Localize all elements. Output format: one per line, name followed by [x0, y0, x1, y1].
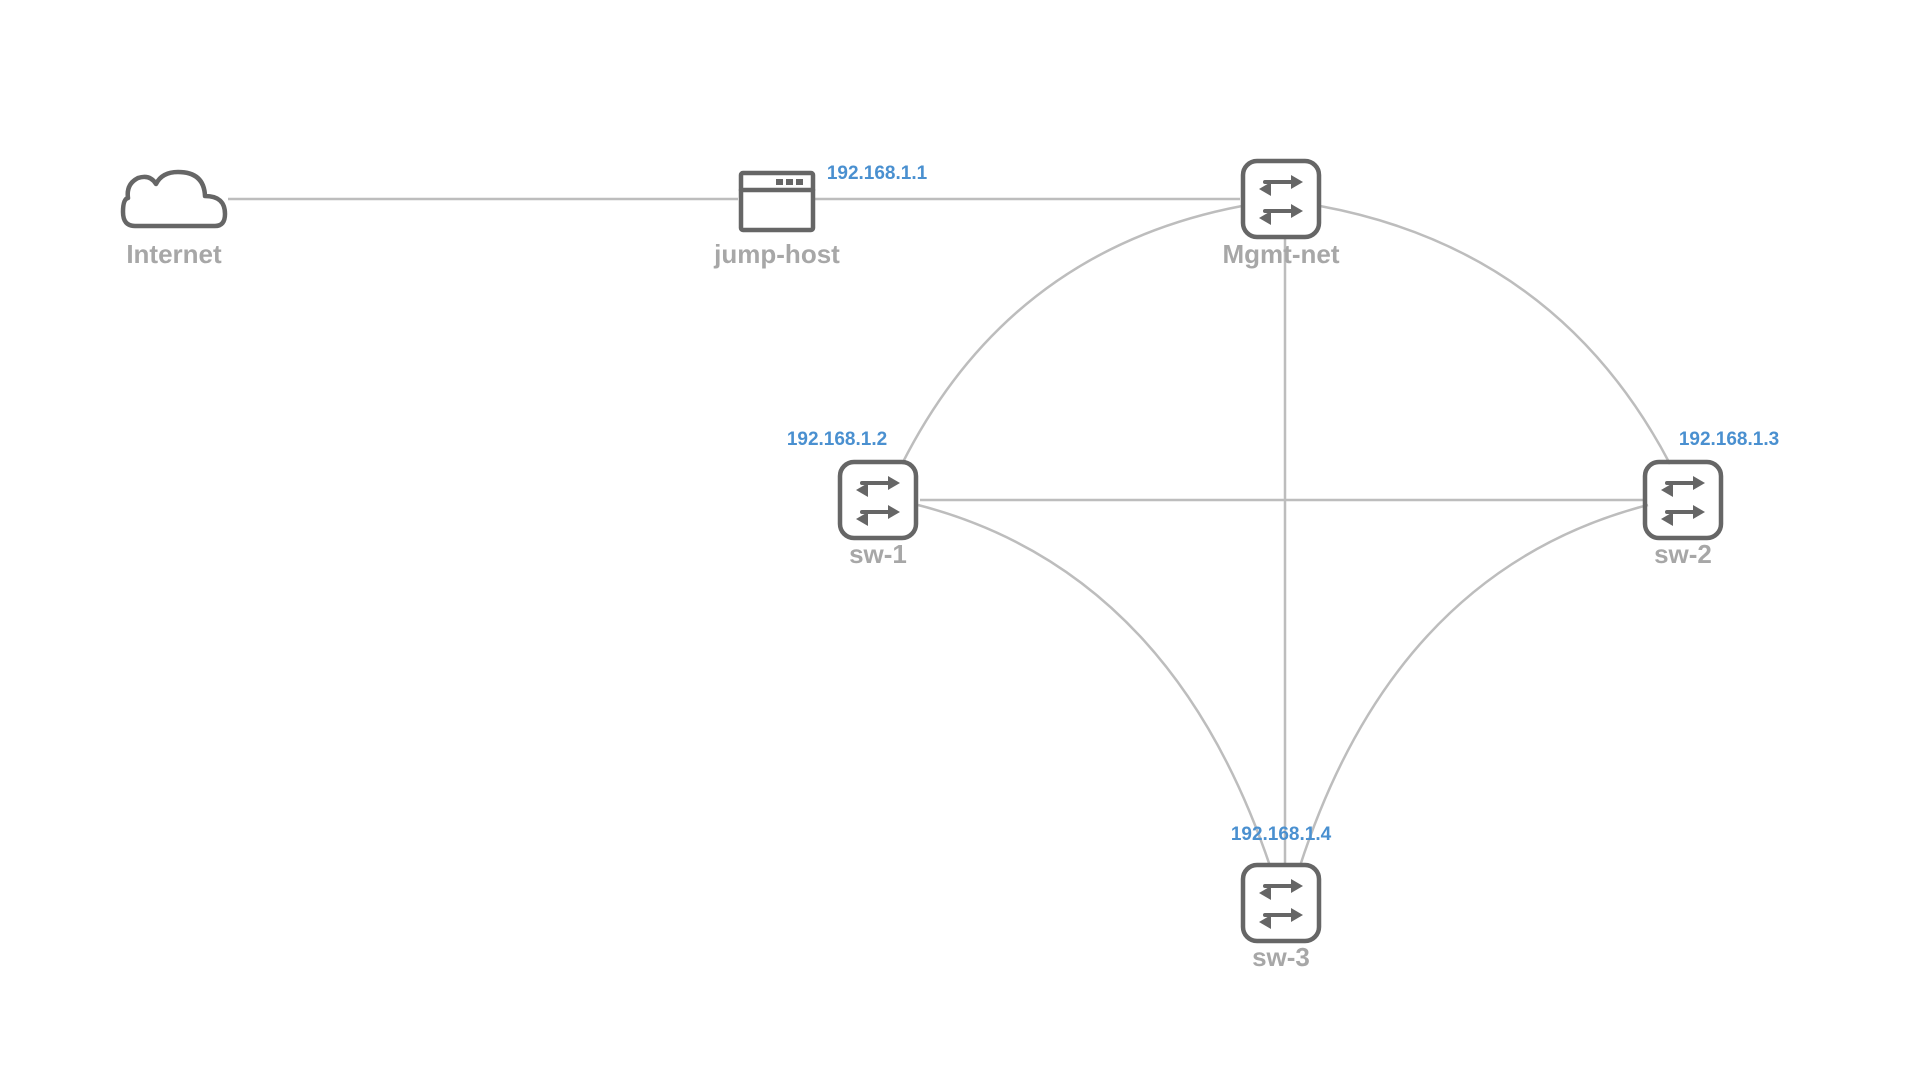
- node-label-internet: Internet: [126, 239, 222, 269]
- node-label-sw-1: sw-1: [849, 539, 907, 569]
- node-label-jump-host: jump-host: [713, 239, 840, 269]
- link-sw-2-sw-3[interactable]: [1298, 503, 1649, 867]
- node-jump-host[interactable]: jump-host 192.168.1.1: [713, 163, 927, 269]
- node-mgmt-net[interactable]: Mgmt-net: [1223, 158, 1340, 269]
- ip-label-sw-1: 192.168.1.2: [787, 429, 887, 450]
- node-label-mgmt-net: Mgmt-net: [1223, 239, 1340, 269]
- node-internet[interactable]: Internet: [120, 169, 228, 269]
- link-mgmt-net-sw-1[interactable]: [900, 204, 1243, 465]
- switch-icon: [1240, 862, 1322, 944]
- ip-label-sw-3: 192.168.1.4: [1231, 824, 1332, 845]
- link-sw-1-sw-3[interactable]: [917, 503, 1272, 867]
- node-sw-1[interactable]: sw-1 192.168.1.2: [787, 429, 919, 569]
- node-label-sw-3: sw-3: [1252, 942, 1310, 972]
- node-label-sw-2: sw-2: [1654, 539, 1712, 569]
- switch-icon: [837, 459, 919, 541]
- ip-label-sw-2: 192.168.1.3: [1679, 429, 1779, 450]
- node-sw-2[interactable]: sw-2 192.168.1.3: [1642, 429, 1779, 569]
- links: [228, 197, 1672, 867]
- link-mgmt-net-sw-2[interactable]: [1319, 204, 1672, 465]
- node-sw-3[interactable]: sw-3 192.168.1.4: [1231, 824, 1332, 972]
- ip-label-jump-host: 192.168.1.1: [827, 163, 928, 184]
- switch-icon: [1240, 158, 1322, 240]
- cloud-icon: [120, 169, 228, 229]
- switch-icon: [1642, 459, 1724, 541]
- server-window-icon: [738, 170, 816, 233]
